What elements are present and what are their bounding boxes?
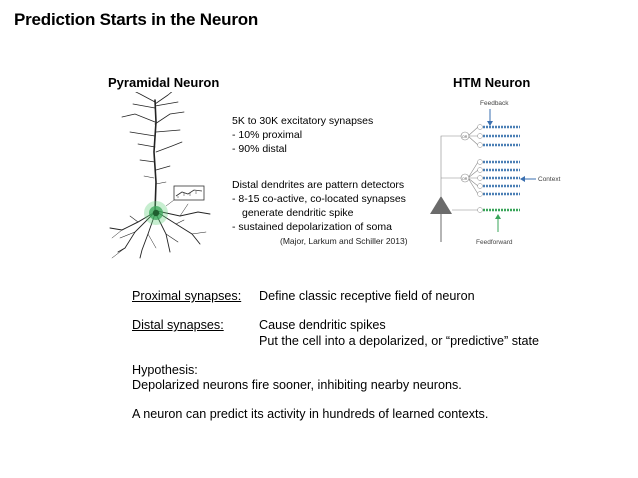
hypothesis-label: Hypothesis: — [132, 363, 198, 377]
or-label-bottom: OR — [462, 177, 468, 181]
citation: (Major, Larkum and Schiller 2013) — [280, 236, 408, 246]
htm-neuron-heading: HTM Neuron — [453, 75, 531, 90]
soma-triangle — [430, 196, 452, 214]
feedforward-arrow — [495, 214, 501, 232]
proximal-synapses-definition: Define classic receptive field of neuron — [259, 289, 475, 303]
context-segments — [477, 159, 520, 197]
proximal-segment — [477, 207, 520, 213]
distal-synapses-definition-2: Put the cell into a depolarized, or “pre… — [259, 334, 540, 348]
feedback-arrow — [487, 109, 493, 126]
distal-synapses-definition-1: Cause dendritic spikes — [259, 318, 386, 332]
pyramidal-neuron-heading: Pyramidal Neuron — [108, 75, 220, 90]
feedforward-label: Feedforward — [476, 239, 513, 246]
feedback-segments — [477, 124, 520, 148]
or-node-top: OR — [460, 131, 470, 141]
distal-dendrites-line4: - sustained depolarization of soma — [232, 221, 392, 233]
synapse-stats-line3: - 90% distal — [232, 143, 287, 155]
distal-dendrites-description: Distal dendrites are pattern detectors -… — [232, 178, 406, 234]
htm-neuron-diagram: Feedback Context Feedforward OR OR — [430, 100, 561, 246]
or-label-top: OR — [462, 135, 468, 139]
hypothesis-text: Depolarized neurons fire sooner, inhibit… — [132, 378, 462, 392]
pyramidal-neuron-illustration — [109, 92, 211, 259]
proximal-synapses-term: Proximal synapses: — [132, 289, 242, 303]
feedback-label: Feedback — [480, 100, 509, 107]
distal-dendrites-line1: Distal dendrites are pattern detectors — [232, 179, 405, 191]
or-node-bottom: OR — [460, 173, 470, 183]
distal-dendrites-line3: generate dendritic spike — [242, 207, 354, 219]
page-title: Prediction Starts in the Neuron — [14, 10, 259, 29]
synapse-stats-line1: 5K to 30K excitatory synapses — [232, 115, 374, 127]
context-label: Context — [538, 176, 561, 183]
distal-synapses-term: Distal synapses: — [132, 318, 224, 332]
distal-dendrites-line2: - 8-15 co-active, co-located synapses — [232, 193, 406, 205]
context-arrow — [520, 176, 536, 182]
conclusion-text: A neuron can predict its activity in hun… — [132, 407, 489, 421]
synapse-stats: 5K to 30K excitatory synapses - 10% prox… — [232, 114, 373, 156]
synapse-stats-line2: - 10% proximal — [232, 129, 303, 141]
